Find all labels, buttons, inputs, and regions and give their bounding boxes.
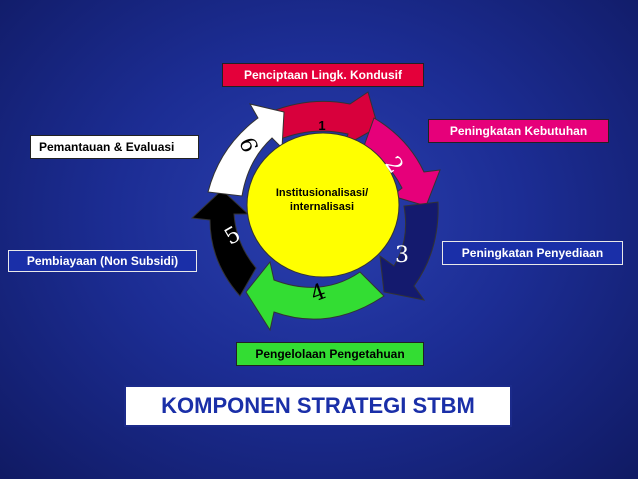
- label-peningkatan-penyediaan: Peningkatan Penyediaan: [442, 241, 623, 265]
- label-pengelolaan-pengetahuan: Pengelolaan Pengetahuan: [236, 342, 424, 366]
- segment-1-number: 1: [318, 118, 325, 133]
- center-text-line2: internalisasi: [290, 201, 354, 213]
- segment-6-arrow: [207, 103, 285, 197]
- center-circle: [246, 132, 400, 278]
- segment-3-number: 3: [395, 243, 409, 268]
- label-pemantauan-evaluasi: Pemantauan & Evaluasi: [30, 135, 199, 159]
- label-pembiayaan-non-subsidi: Pembiayaan (Non Subsidi): [8, 250, 197, 272]
- segment-3-arrow: [379, 201, 439, 301]
- label-penciptaan-lingkungan-kondusif: Penciptaan Lingk. Kondusif: [222, 63, 424, 87]
- label-peningkatan-kebutuhan: Peningkatan Kebutuhan: [428, 119, 609, 143]
- segment-5-arrow: [190, 189, 257, 297]
- center-text-line1: Institusionalisasi/: [276, 187, 368, 199]
- main-title: KOMPONEN STRATEGI STBM: [124, 385, 512, 427]
- segment-4-arrow: [245, 260, 385, 332]
